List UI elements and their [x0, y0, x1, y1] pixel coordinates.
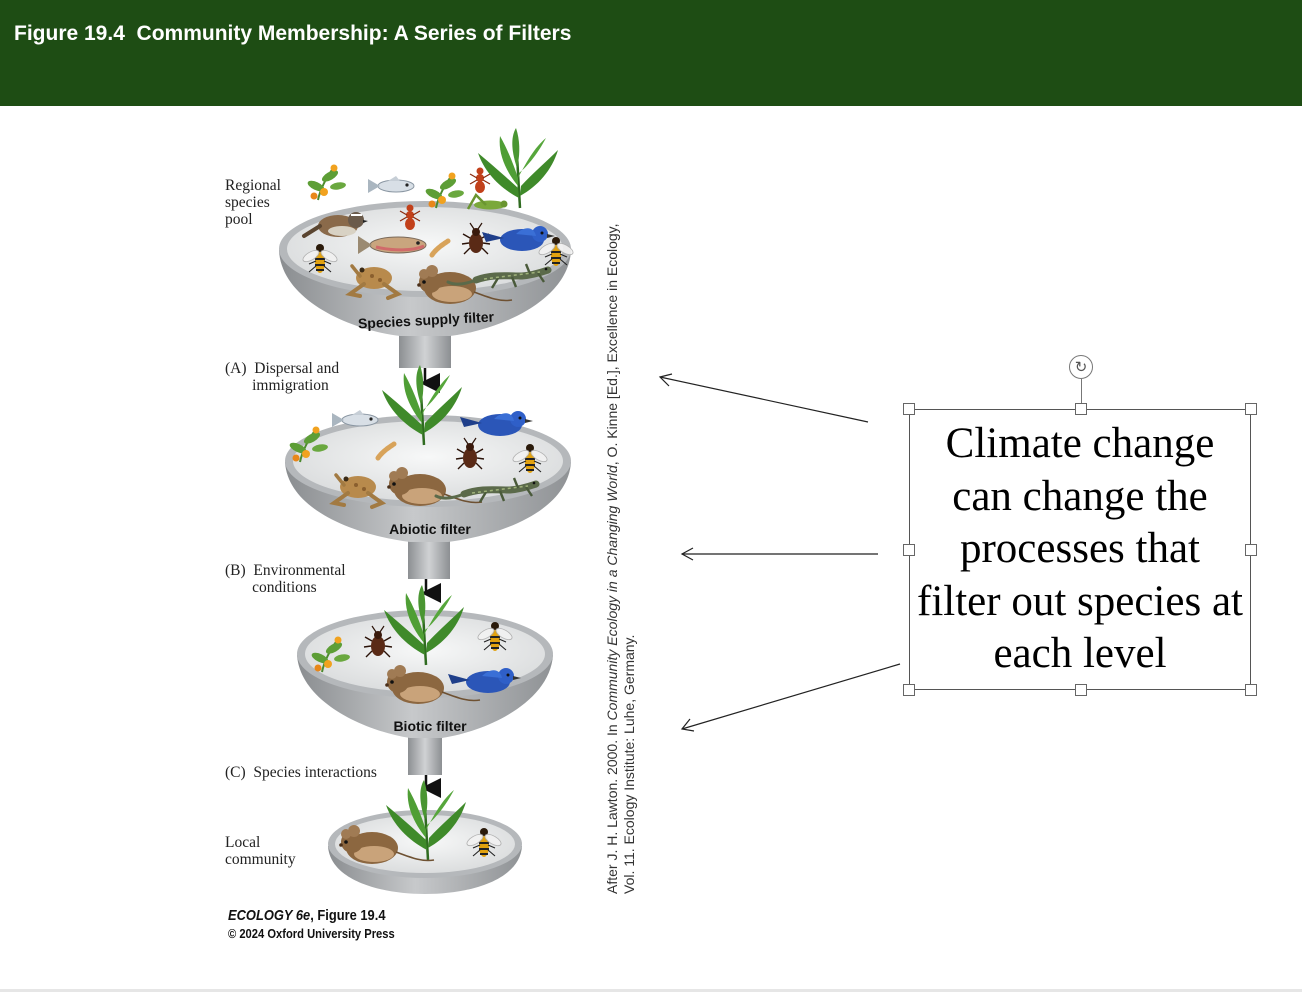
fern-icon — [476, 126, 560, 210]
textbox-text[interactable]: Climate change can change the processes … — [917, 420, 1243, 678]
resize-handle-top-center[interactable] — [1075, 403, 1087, 415]
species-interactions-label: (C) Species interactions — [225, 764, 377, 781]
rotate-handle-stem — [1081, 379, 1082, 403]
species-supply-filter-label: Species supply filter — [358, 308, 495, 331]
resize-handle-top-left[interactable] — [903, 403, 915, 415]
resize-handle-bottom-left[interactable] — [903, 684, 915, 696]
figure-credit-title: ECOLOGY 6e, Figure 19.4 — [228, 907, 386, 924]
regional-species-pool-label: Regional species pool — [225, 177, 281, 228]
textbox-arrows — [658, 373, 901, 732]
resize-handle-bottom-center[interactable] — [1075, 684, 1087, 696]
fish-icon — [331, 409, 379, 428]
local-community-label: Local community — [225, 834, 296, 868]
biotic-filter-label: Biotic filter — [393, 718, 467, 734]
abiotic-filter-label: Abiotic filter — [389, 521, 471, 537]
source-credit-line-1: After J. H. Lawton. 2000. In Community E… — [604, 223, 620, 894]
figure-credit: ECOLOGY 6e, Figure 19.4 © 2024 Oxford Un… — [228, 907, 422, 941]
plant-icon — [305, 163, 348, 201]
environmental-conditions-label: (B) Environmental conditions — [225, 562, 346, 596]
fish-icon — [367, 175, 415, 194]
dispersal-immigration-label: (A) Dispersal and immigration — [225, 360, 340, 394]
climate-change-textbox[interactable]: Climate change can change the processes … — [909, 409, 1251, 690]
source-credit: After J. H. Lawton. 2000. In Community E… — [604, 174, 638, 894]
source-credit-line-2: Vol. 11. Ecology Institute: Luhe, German… — [621, 634, 637, 894]
figure-credit-copyright: © 2024 Oxford University Press — [228, 926, 395, 941]
filter-funnel-figure: Species supply filter Abiotic filter Bio… — [279, 126, 901, 894]
slide-header: Figure 19.4 Community Membership: A Seri… — [0, 0, 1302, 106]
resize-handle-top-right[interactable] — [1245, 403, 1257, 415]
resize-handle-middle-right[interactable] — [1245, 544, 1257, 556]
bottom-divider — [0, 989, 1302, 992]
insect-icon — [469, 166, 491, 194]
resize-handle-middle-left[interactable] — [903, 544, 915, 556]
rotate-icon[interactable]: ↻ — [1069, 355, 1093, 379]
slide-title: Figure 19.4 Community Membership: A Seri… — [14, 22, 572, 45]
resize-handle-bottom-right[interactable] — [1245, 684, 1257, 696]
